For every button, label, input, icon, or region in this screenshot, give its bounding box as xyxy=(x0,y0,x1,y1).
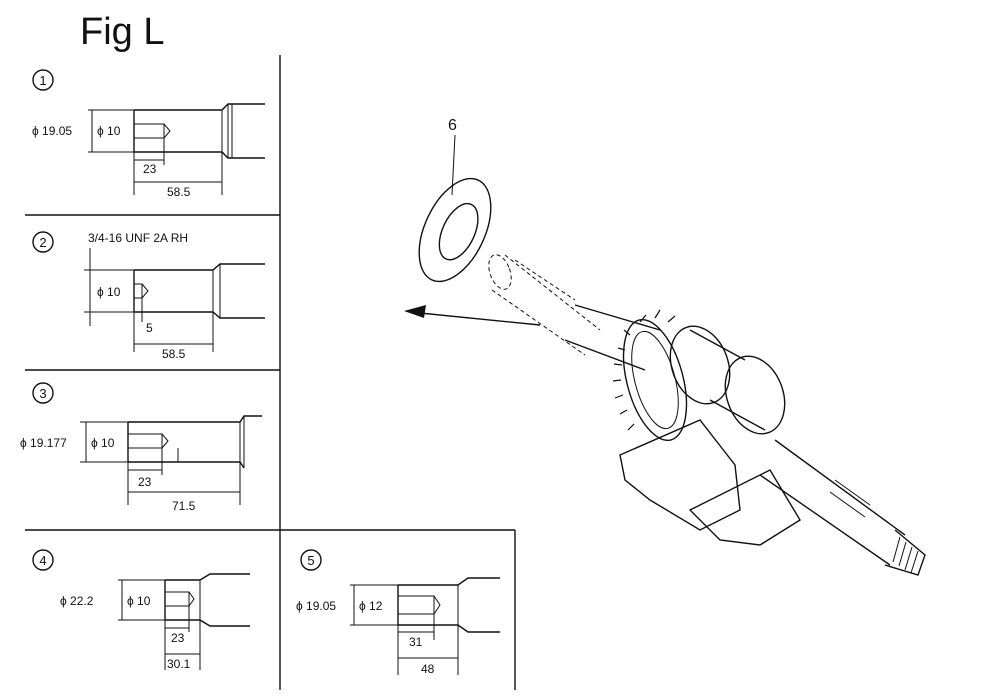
panel-1-dia-outer: ϕ 19.05 xyxy=(32,124,72,138)
figure-title: Fig L xyxy=(80,11,164,53)
panel-grid xyxy=(25,55,516,690)
panel-3-number: 3 xyxy=(39,386,46,401)
panel-4-dia-outer: ϕ 22.2 xyxy=(60,594,94,608)
panel-2-depth: 5 xyxy=(146,321,153,335)
panel-2-dia-hole: ϕ 10 xyxy=(97,285,121,299)
panel-3-length: 71.5 xyxy=(172,499,196,513)
washer-part xyxy=(418,177,492,283)
panel-4-dia-hole: ϕ 10 xyxy=(127,594,151,608)
panel-3-depth: 23 xyxy=(138,475,152,489)
panel-4: 4 ϕ 22.2 ϕ 10 23 30.1 xyxy=(32,549,250,671)
panel-5-number: 5 xyxy=(307,553,314,568)
panel-2: 2 3/4-16 UNF 2A RH ϕ 10 5 58.5 xyxy=(32,231,265,361)
panel-1-number: 1 xyxy=(39,73,46,88)
panel-1-number-circle xyxy=(32,69,54,91)
panel-3-number-circle xyxy=(32,382,54,404)
panel-3-dia-hole: ϕ 10 xyxy=(91,436,115,450)
panel-5-number-circle xyxy=(300,549,322,571)
panel-1-dia-hole: ϕ 10 xyxy=(97,124,121,138)
panel-2-thread: 3/4-16 UNF 2A RH xyxy=(88,231,188,245)
shaft-extension-dashed xyxy=(488,254,601,356)
panel-5-dia-hole: ϕ 12 xyxy=(359,599,383,613)
panel-4-number-circle xyxy=(32,549,54,571)
panel-4-depth: 23 xyxy=(171,631,185,645)
panel-2-number: 2 xyxy=(39,235,46,250)
direction-arrow xyxy=(404,305,541,326)
panel-1-length: 58.5 xyxy=(167,185,191,199)
part-6-number: 6 xyxy=(448,117,457,134)
panel-4-number: 4 xyxy=(39,553,46,568)
panel-5-depth: 31 xyxy=(409,635,423,649)
panel-5-length: 48 xyxy=(421,662,435,676)
panel-1-depth: 23 xyxy=(143,162,157,176)
panel-2-number-circle xyxy=(32,231,54,253)
panel-2-length: 58.5 xyxy=(162,347,186,361)
exploded-view: 6 xyxy=(404,117,926,576)
panel-5: 5 ϕ 19.05 ϕ 12 31 48 xyxy=(296,549,500,676)
panel-3: 3 ϕ 19.177 ϕ 10 23 71.5 xyxy=(20,382,262,513)
panel-1: 1 ϕ 19.05 ϕ 10 23 58.5 xyxy=(32,69,265,199)
panel-3-dia-outer: ϕ 19.177 xyxy=(20,436,67,450)
panel-4-length: 30.1 xyxy=(167,657,191,671)
crankshaft-part xyxy=(564,304,926,576)
panel-5-dia-outer: ϕ 19.05 xyxy=(296,599,336,613)
